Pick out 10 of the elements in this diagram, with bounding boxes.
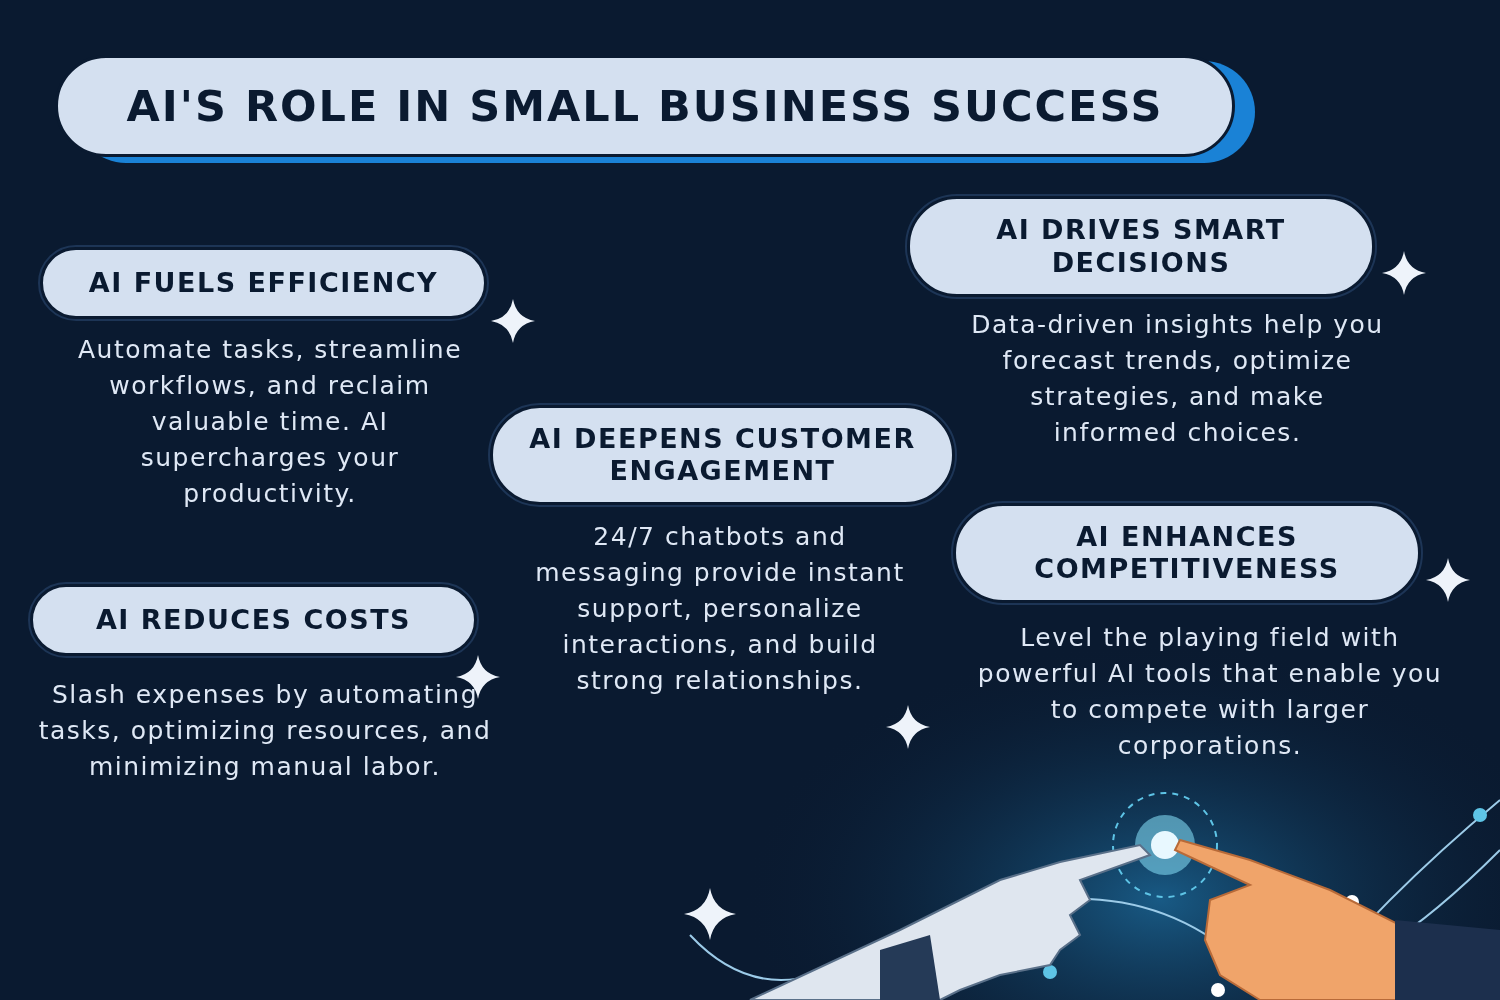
heading-pill: AI ENHANCES COMPETITIVENESS — [953, 503, 1421, 603]
heading-pill: AI DEEPENS CUSTOMER ENGAGEMENT — [490, 405, 955, 505]
description-text: Slash expenses by automating tasks, optimizing resources, and minimizing manual labor. — [37, 679, 493, 783]
description-text: Level the playing field with powerful AI tools that enable you to compete with larger corporations. — [976, 622, 1444, 762]
heading-pill: AI REDUCES COSTS — [30, 584, 477, 656]
description-text: Data-driven insights help you forecast trends, optimize strategies, and make informed choices. — [970, 309, 1385, 449]
description-text: 24/7 chatbots and messaging provide instant support, personalize interactions, and build strong relationships. — [535, 521, 905, 697]
heading-pill: AI DRIVES SMART DECISIONS — [907, 196, 1375, 297]
description-text: Automate tasks, streamline workflows, and reclaim valuable time. AI supercharges your productivity. — [76, 334, 464, 510]
heading-pill: AI FUELS EFFICIENCY — [40, 247, 487, 319]
